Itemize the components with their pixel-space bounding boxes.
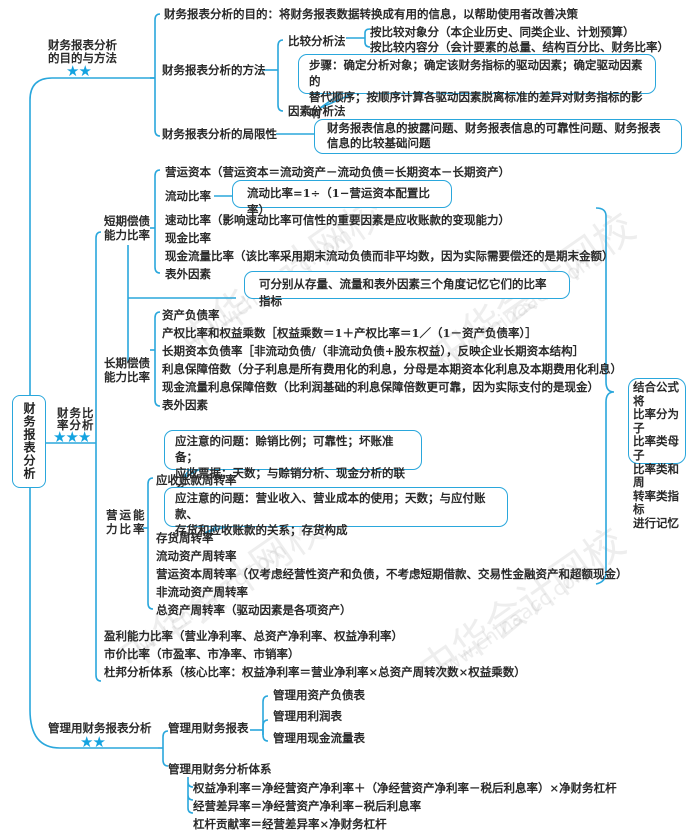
long-term-item: 利息保障倍数（分子利息是所有费用化的利息，分母是本期资本化利息及本期费用化利息） (162, 362, 622, 376)
long-term-item: 长期资本负债率［非流动负债/（非流动负债+股东权益），反映企业长期资本结构］ (162, 344, 585, 358)
limitations-node: 财务报表分析的局限性 (162, 127, 277, 141)
operating-item: 应收账款周转率 (156, 473, 237, 487)
management-statement-item: 管理用资产负债表 (273, 688, 365, 702)
management-statement-item: 管理用现金流量表 (273, 731, 365, 745)
dupont-node: 杜邦分析体系（核心比率：权益净利率＝营业净利率×总资产周转次数×权益乘数） (104, 665, 526, 679)
short-term-item: 现金流量比率（该比率采用期末流动负债而非平均数，因为实际需要偿还的是期末金额） (165, 249, 614, 263)
comparative-by-object: 按比较对象分（本企业历史、同类企业、计划预算） (370, 25, 635, 39)
short-term-item: 营运资本（营运资本＝流动资产－流动负债＝长期资本－长期资产） (165, 165, 510, 179)
side-note-line: 进行记忆 (633, 515, 679, 530)
formula-roe: 权益净利率＝净经营资产净利率＋（净经营资产净利率－税后利息率）×净财务杠杆 (193, 781, 617, 795)
star-rating: ★★★ (53, 428, 91, 446)
side-note-line: 比率类和周 (633, 461, 679, 490)
side-note-line: 转率类指标 (633, 488, 679, 517)
root-label: 财务报表分析 (22, 402, 36, 480)
short-term-item: 速动比率（影响速动比率可信性的重要因素是应收账款的变现能力） (165, 213, 510, 227)
side-note-line: 结合公式将 (633, 380, 679, 408)
long-term-item: 表外因素 (162, 398, 208, 412)
management-statement-item: 管理用利润表 (273, 709, 342, 723)
star-rating: ★★ (66, 62, 92, 80)
current-ratio-note-text: 流动比率=1÷（1−营运资本配置比率） (247, 186, 430, 217)
memory-tip-note: 可分别从存量、流量和表外因素三个角度记忆它们的比率指标 (244, 271, 570, 308)
limitations-note-line1: 财务报表信息的披露问题、财务报表信息的可靠性问题、财务报表 (327, 121, 661, 135)
side-note-line: 比率类母子 (633, 434, 679, 462)
factor-note-line1: 步骤：确定分析对象；确定该财务指标的驱动因素；确定驱动因素的 (309, 58, 643, 88)
management-statements-node: 管理用财务报表 (168, 721, 249, 735)
market-ratio-node: 市价比率（市盈率、市净率、市销率） (104, 647, 300, 661)
long-term-label-line1: 长期偿债 (104, 356, 150, 370)
operating-label-line2: 力比率 (106, 522, 147, 536)
short-term-item: 流动比率 (165, 189, 211, 203)
inventory-turnover-note: 应注意的问题：营业收入、营业成本的使用；天数；与应付账款、 存货和应收账款的关系… (164, 487, 508, 537)
comparative-method-node: 比较分析法 (288, 34, 346, 48)
long-term-item: 现金流量利息保障倍数（比利润基础的利息保障倍数更可靠，因为实际支付的是现金） (162, 380, 599, 394)
branch2-title-line1: 财务比 (57, 406, 95, 420)
inventory-note-line1: 应注意的问题：营业收入、营业成本的使用；天数；与应付账款、 (175, 491, 486, 521)
branch1-title-line1: 财务报表分析 (48, 38, 117, 52)
comparative-by-content: 按比较内容分（会计要素的总量、结构百分比、财务比率） (370, 40, 669, 54)
memory-tip-text: 可分别从存量、流量和表外因素三个角度记忆它们的比率指标 (259, 277, 547, 308)
branch3-title: 管理用财务报表分析 (48, 721, 152, 735)
operating-item: 非流动资产周转率 (156, 585, 248, 599)
long-term-item: 资产负债率 (162, 308, 220, 322)
short-term-item: 表外因素 (165, 267, 211, 281)
formula-operating-spread: 经营差异率＝净经营资产净利率−税后利息率 (193, 799, 422, 813)
long-term-item: 产权比率和权益乘数［权益乘数＝1＋产权比率＝1／（1－资产负债率）］ (162, 326, 537, 340)
short-term-label-line2: 能力比率 (104, 228, 150, 242)
ratio-memory-side-note: 结合公式将 比率分为子 比率类母子 比率类和周 转率类指标 进行记忆 (628, 378, 686, 530)
factor-method-node: 因素分析法 (288, 104, 346, 118)
operating-item: 存货周转率 (156, 531, 214, 545)
star-rating: ★★ (80, 733, 106, 751)
operating-label-line1: 营运能 (106, 508, 147, 522)
branch1-title-line2: 的目的与方法 (48, 51, 117, 65)
long-term-label-line2: 能力比率 (104, 370, 150, 384)
profitability-node: 盈利能力比率（营业净利率、总资产净利率、权益净利率） (104, 629, 403, 643)
branch2-title-line2: 率分析 (57, 418, 95, 432)
short-term-label-line1: 短期偿债 (104, 214, 150, 228)
limitations-note: 财务报表信息的披露问题、财务报表信息的可靠性问题、财务报表 信息的比较基础问题 (314, 119, 682, 154)
factor-analysis-steps-note: 步骤：确定分析对象；确定该财务指标的驱动因素；确定驱动因素的 替代顺序；按顺序计… (298, 54, 656, 120)
purpose-node: 财务报表分析的目的：将财务报表数据转换成有用的信息，以帮助使用者改善决策 (164, 7, 578, 21)
current-ratio-note: 流动比率=1÷（1−营运资本配置比率） (232, 180, 452, 217)
methods-node: 财务报表分析的方法 (162, 63, 266, 77)
operating-item: 流动资产周转率 (156, 549, 237, 563)
limitations-note-line2: 信息的比较基础问题 (327, 136, 431, 150)
management-analysis-system-node: 管理用财务分析体系 (168, 762, 272, 776)
operating-item: 总资产周转率（驱动因素是各项资产） (156, 603, 352, 617)
formula-leverage-contribution: 杠杆贡献率＝经营差异率×净财务杠杆 (193, 817, 387, 831)
side-note-line: 比率分为子 (633, 407, 679, 435)
receivable-note-line1: 应注意的问题：赊销比例；可靠性；坏账准备； (175, 434, 394, 464)
inventory-note-line2: 存货和应收账款的关系；存货构成 (175, 523, 348, 537)
operating-item: 营运资本周转率（仅考虑经营性资产和负债，不考虑短期借款、交易性金融资产和超额现金… (156, 567, 628, 581)
root-node: 财务报表分析 (12, 395, 46, 488)
receivable-turnover-note: 应注意的问题：赊销比例；可靠性；坏账准备； 应收票据；天数；与赊销分析、现金分析… (164, 430, 422, 496)
short-term-item: 现金比率 (165, 231, 211, 245)
factor-note-line2: 替代顺序；按顺序计算各驱动因素脱离标准的差异对财务指标的影响 (309, 90, 643, 120)
